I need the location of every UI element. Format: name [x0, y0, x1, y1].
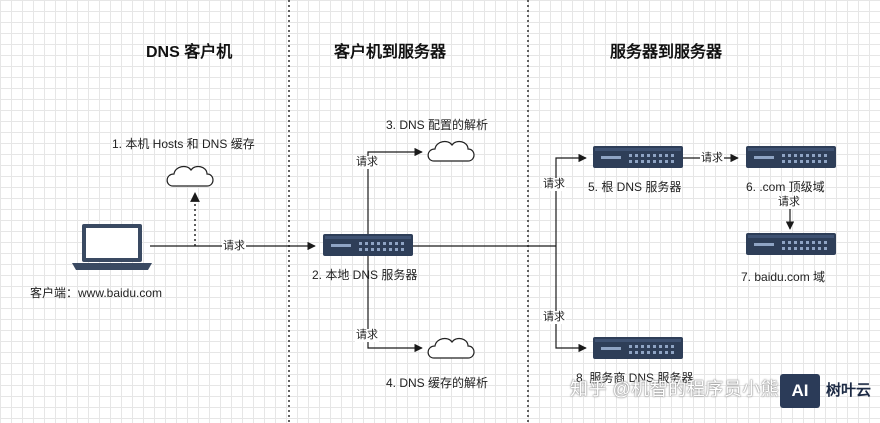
label-config-resolve: 3. DNS 配置的解析: [386, 118, 489, 132]
hosts-cache-cloud-icon: [166, 165, 214, 187]
request-label-config: 请求: [355, 156, 379, 169]
label-com-tld: 6. .com 顶级域: [746, 180, 825, 194]
section-title-client: DNS 客户机: [146, 44, 233, 61]
forwarder-dns-server-icon: [593, 337, 683, 359]
request-label-client: 请求: [222, 240, 246, 253]
section-title-server-to-server: 服务器到服务器: [610, 44, 723, 61]
request-label-domain: 请求: [777, 196, 801, 209]
cache-request-arrow: [367, 256, 423, 353]
com-tld-server-icon: [746, 146, 836, 168]
request-label-forwarder: 请求: [542, 311, 566, 324]
request-label-tld: 请求: [700, 152, 724, 165]
brand-watermark: AI 树叶云: [780, 374, 871, 408]
config-request-arrow: [367, 147, 423, 234]
local-dns-server-icon: [323, 234, 413, 256]
label-root-dns: 5. 根 DNS 服务器: [588, 180, 682, 194]
label-local-dns: 2. 本地 DNS 服务器: [312, 268, 418, 282]
label-baidu-domain: 7. baidu.com 域: [741, 270, 826, 284]
brand-name: 树叶云: [826, 382, 872, 399]
label-client-address: 客户端：www.baidu.com: [30, 286, 163, 300]
root-dns-server-icon: [593, 146, 683, 168]
config-cloud-icon: [427, 140, 475, 162]
label-cache-resolve: 4. DNS 缓存的解析: [386, 376, 489, 390]
brand-logo: AI: [780, 374, 820, 408]
cache-cloud-icon: [427, 337, 475, 359]
label-hosts-cache: 1. 本机 Hosts 和 DNS 缓存: [112, 137, 255, 151]
watermark-text: 知乎 @机智的程序员小熊: [570, 379, 780, 399]
request-label-cache: 请求: [355, 329, 379, 342]
section-title-client-to-server: 客户机到服务器: [334, 44, 447, 61]
label-forwarder-dns: 8. 服务商 DNS 服务器: [576, 371, 694, 385]
baidu-domain-server-icon: [746, 233, 836, 255]
forwarder-request-arrow: [555, 246, 587, 353]
laptop-icon: [72, 224, 152, 270]
root-request-arrow: [555, 153, 587, 246]
request-label-root: 请求: [542, 178, 566, 191]
